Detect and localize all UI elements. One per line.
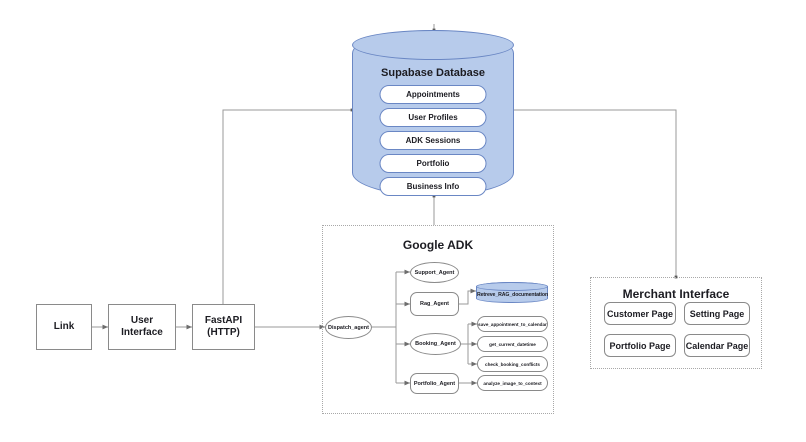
node-dispatch-agent-label: Dispatch_agent [328,324,369,331]
node-user-interface[interactable]: User Interface [108,304,176,350]
node-portfolio-agent[interactable]: Portfolio_Agent [410,373,459,394]
tool-analyze-image-label: analyze_image_to_context [483,380,542,386]
tool-get-current-datetime-label: get_current_datetime [489,341,536,347]
node-portfolio-agent-label: Portfolio_Agent [413,380,456,387]
merchant-interface-title: Merchant Interface [622,287,730,301]
merchant-page-customer[interactable]: Customer Page [604,302,676,325]
database-table-appointments[interactable]: Appointments [379,85,487,104]
tool-get-current-datetime[interactable]: get_current_datetime [477,336,548,352]
database-title: Supabase Database [381,67,485,79]
google-adk-title: Google ADK [402,238,474,252]
database-cylinder-top [352,30,514,60]
merchant-page-calendar[interactable]: Calendar Page [684,334,750,357]
tool-check-booking-conflicts-label: check_booking_conflicts [485,361,540,367]
node-rag-agent[interactable]: Rag_Agent [410,292,459,316]
node-support-agent-label: Support_Agent [414,269,455,276]
node-rag-agent-label: Rag_Agent [419,301,450,307]
node-link[interactable]: Link [36,304,92,350]
merchant-interface-group: Merchant Interface [590,277,762,369]
database-table-user-profiles[interactable]: User Profiles [379,108,487,127]
google-adk-group: Google ADK [322,225,554,414]
node-link-label: Link [53,320,75,332]
tool-save-appointment-to-calendar[interactable]: save_appointment_to_calendar [477,316,548,332]
rag-store-cylinder-top [476,282,548,291]
database-table-business-info[interactable]: Business Info [379,177,487,196]
node-booking-agent[interactable]: Booking_Agent [410,333,461,355]
node-support-agent[interactable]: Support_Agent [410,262,459,283]
rag-documentation-store[interactable]: Retreve_RAG_documentation [476,282,548,303]
node-fastapi-label-primary: FastAPI [204,314,243,326]
node-dispatch-agent[interactable]: Dispatch_agent [325,316,372,339]
node-fastapi-label-protocol: (HTTP) [207,327,240,338]
tool-save-appointment-label: save_appointment_to_calendar [478,321,547,327]
node-fastapi[interactable]: FastAPI (HTTP) [192,304,255,350]
tool-analyze-image-to-context[interactable]: analyze_image_to_context [477,375,548,391]
merchant-page-portfolio[interactable]: Portfolio Page [604,334,676,357]
database-table-portfolio[interactable]: Portfolio [379,154,487,173]
supabase-database-cylinder[interactable]: Supabase Database Appointments User Prof… [352,30,514,196]
tool-check-booking-conflicts[interactable]: check_booking_conflicts [477,356,548,372]
node-booking-agent-label: Booking_Agent [415,341,456,347]
node-user-interface-label: User Interface [121,314,163,339]
rag-store-label: Retreve_RAG_documentation [477,292,549,298]
merchant-page-setting[interactable]: Setting Page [684,302,750,325]
database-table-adk-sessions[interactable]: ADK Sessions [379,131,487,150]
